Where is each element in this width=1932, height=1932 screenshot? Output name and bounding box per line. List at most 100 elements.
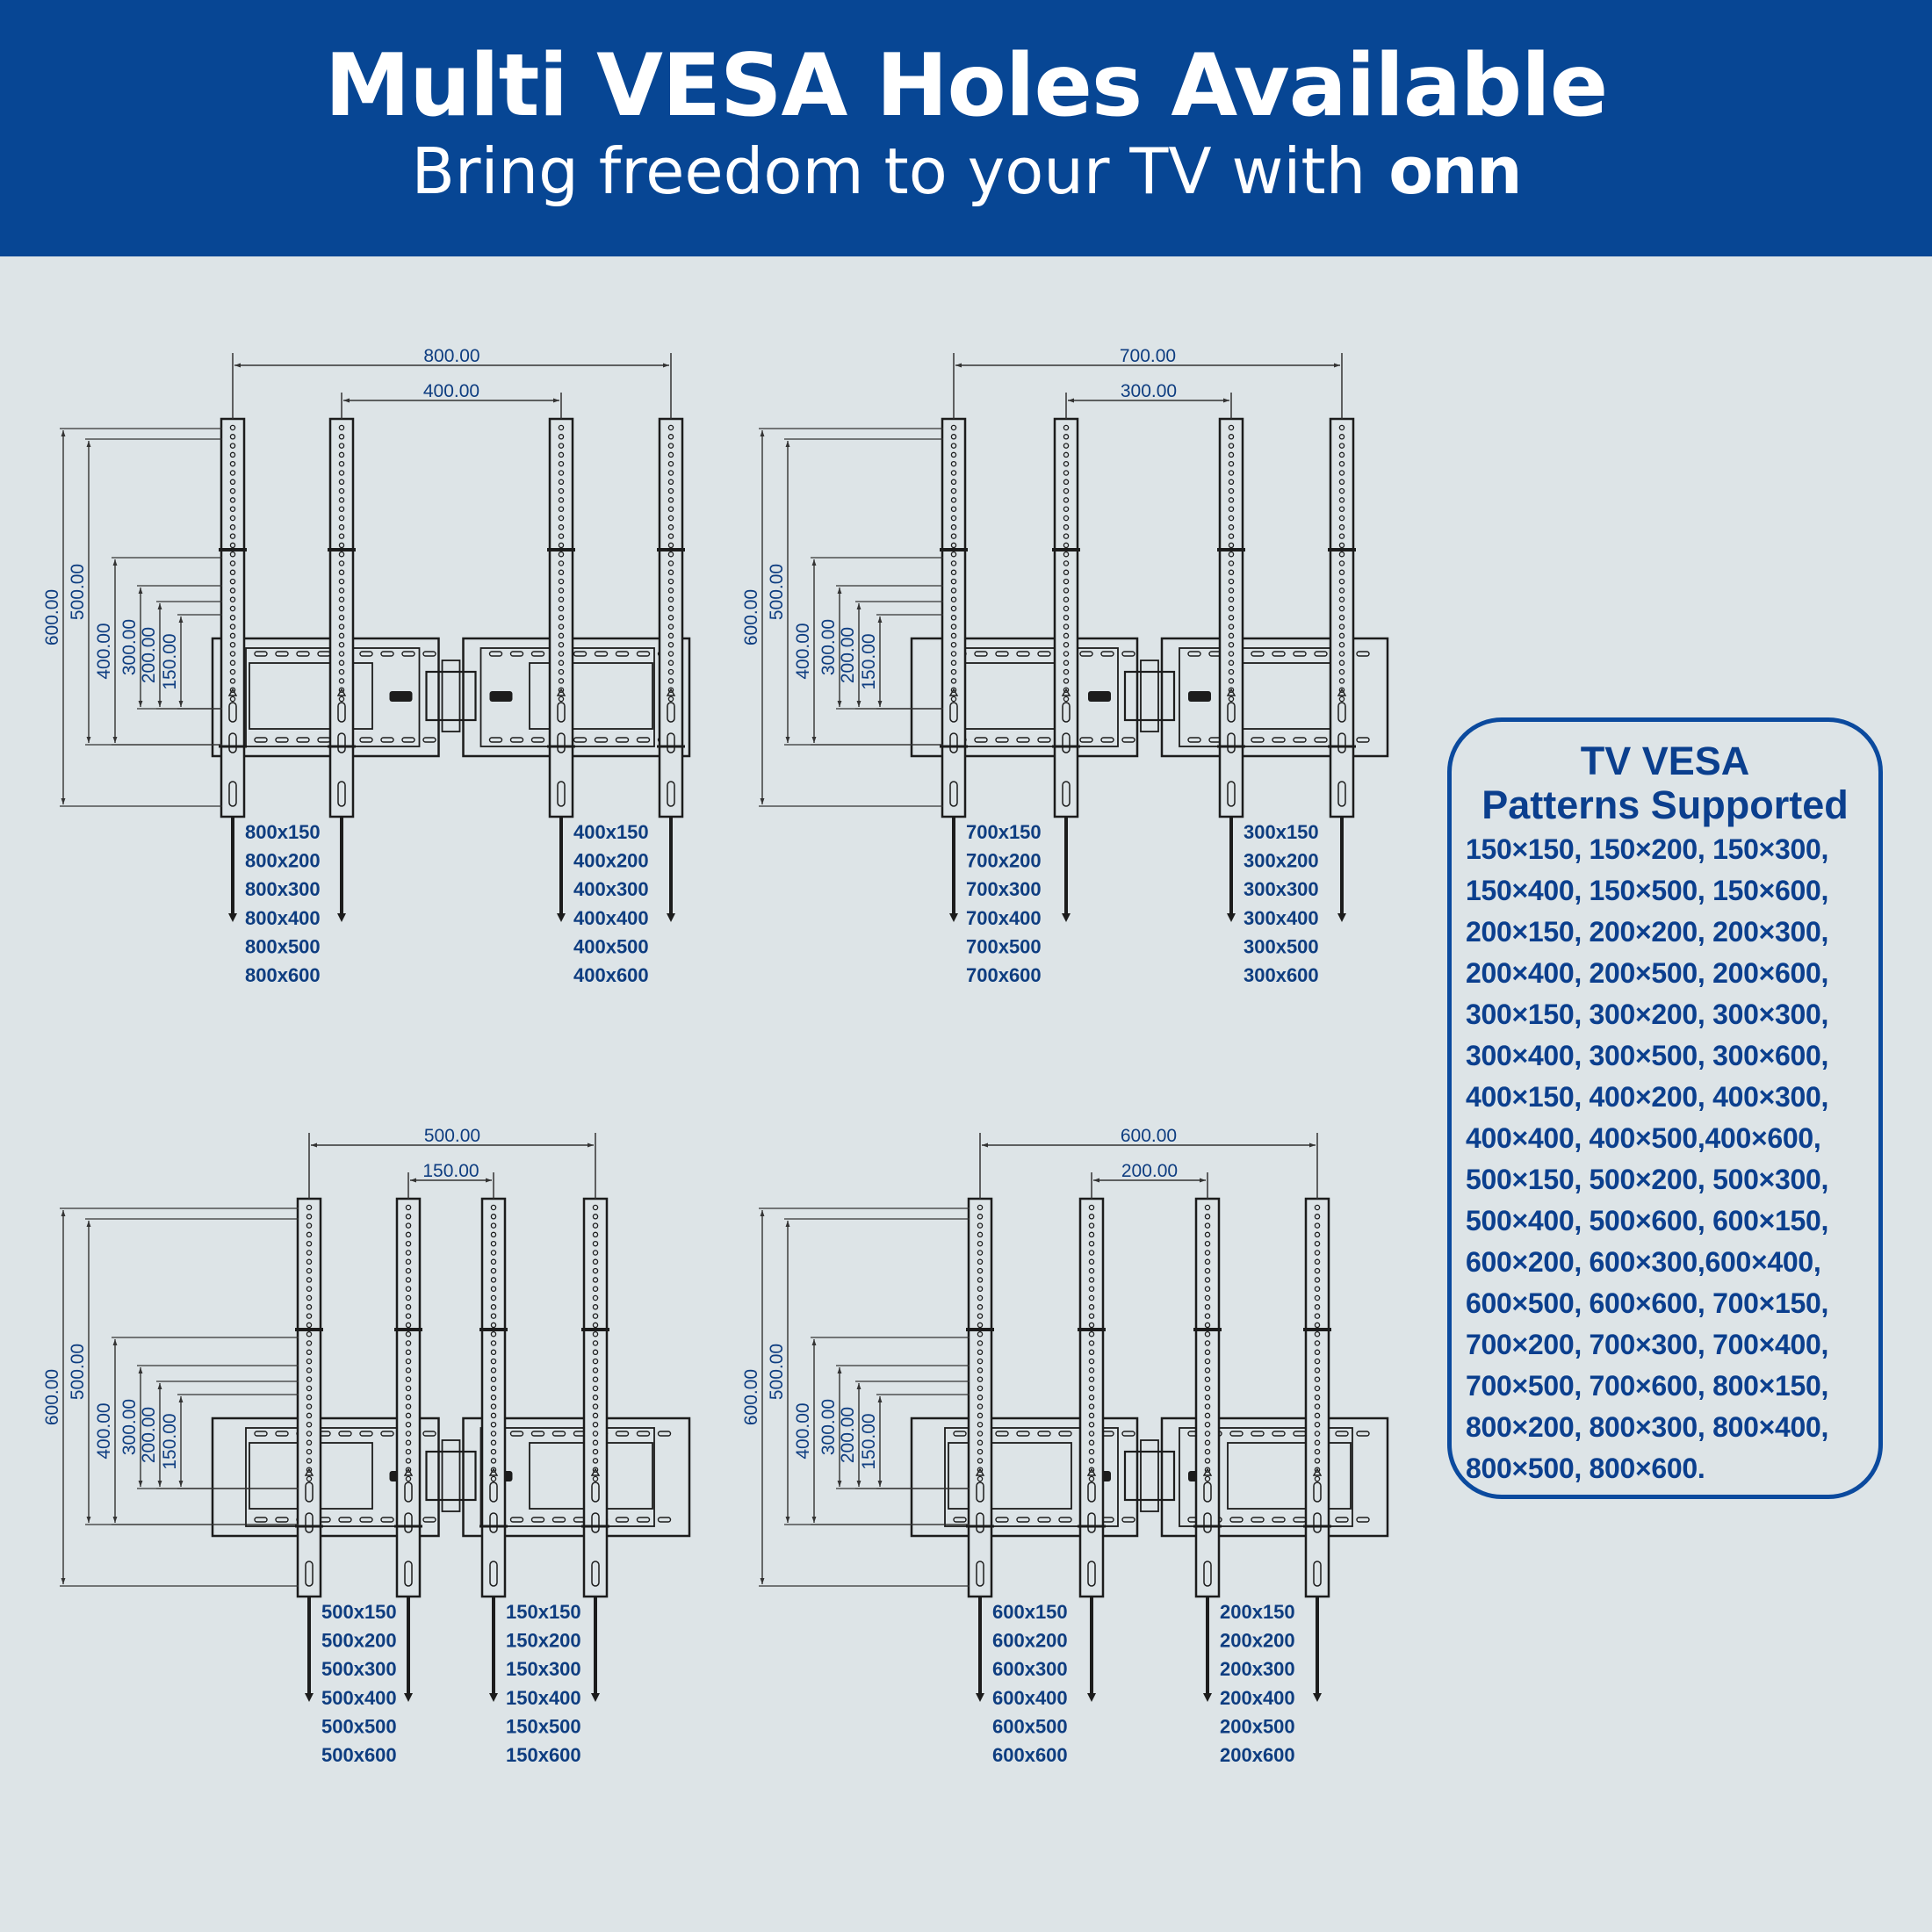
- pattern-list: 150×150, 150×200, 150×300, 150×400, 150×5…: [1466, 829, 1871, 1489]
- page-title: Multi VESA Holes Available: [324, 36, 1609, 136]
- vertical-bracket: [966, 1197, 994, 1702]
- pattern-label: 500x600: [321, 1744, 397, 1766]
- pattern-label: 400x400: [573, 907, 649, 929]
- height-dimension-label: 400.00: [94, 623, 114, 679]
- panel-title-line1: TV VESA: [1580, 739, 1750, 783]
- inner-width-label: 400.00: [423, 381, 479, 401]
- pattern-line: 500×150, 500×200, 500×300,: [1466, 1164, 1829, 1195]
- pattern-label: 700x200: [966, 850, 1042, 872]
- vertical-bracket: [219, 417, 247, 922]
- pattern-label: 800x500: [245, 935, 321, 957]
- inner-width-label: 150.00: [422, 1161, 479, 1181]
- height-dimension-label: 150.00: [859, 1413, 879, 1469]
- pattern-label: 700x600: [966, 964, 1042, 986]
- height-dimension-label: 600.00: [741, 589, 761, 645]
- vertical-bracket: [394, 1197, 422, 1702]
- outer-width-label: 800.00: [423, 346, 479, 366]
- pattern-label: 700x500: [966, 935, 1042, 957]
- pattern-line: 500×400, 500×600, 600×150,: [1466, 1205, 1829, 1236]
- height-dimension-label: 300.00: [818, 1399, 839, 1455]
- pattern-label: 300x150: [1244, 821, 1319, 843]
- pattern-label: 150x200: [506, 1630, 581, 1652]
- height-dimension-label: 600.00: [42, 589, 62, 645]
- pattern-line: 600×200, 600×300,600×400,: [1466, 1246, 1821, 1278]
- pattern-label: 300x300: [1244, 878, 1319, 900]
- patterns-panel: TV VESA Patterns Supported 150×150, 150×…: [1447, 717, 1883, 1499]
- inner-width-label: 200.00: [1121, 1161, 1178, 1181]
- pattern-label: 300x400: [1244, 907, 1319, 929]
- pattern-line: 700×500, 700×600, 800×150,: [1466, 1370, 1829, 1402]
- pattern-line: 800×200, 800×300, 800×400,: [1466, 1411, 1829, 1443]
- pattern-line: 150×400, 150×500, 150×600,: [1466, 875, 1829, 906]
- height-dimension-label: 150.00: [160, 633, 180, 689]
- pattern-label: 150x150: [506, 1601, 581, 1623]
- vertical-bracket: [547, 417, 575, 922]
- pattern-label: 150x600: [506, 1744, 581, 1766]
- vertical-bracket: [1193, 1197, 1222, 1702]
- height-dimension-label: 500.00: [68, 1344, 88, 1400]
- vertical-bracket: [1078, 1197, 1106, 1702]
- pattern-label: 400x300: [573, 878, 649, 900]
- pattern-label: 500x200: [321, 1630, 397, 1652]
- pattern-label: 800x200: [245, 850, 321, 872]
- pattern-label: 700x150: [966, 821, 1042, 843]
- pattern-label: 700x300: [966, 878, 1042, 900]
- vertical-bracket: [328, 417, 356, 922]
- pattern-line: 800×500, 800×600.: [1466, 1453, 1705, 1484]
- height-dimension-label: 600.00: [42, 1369, 62, 1425]
- vertical-bracket: [1217, 417, 1245, 922]
- vertical-bracket: [1328, 417, 1356, 922]
- pattern-label: 700x400: [966, 907, 1042, 929]
- brand-logo: onn: [1388, 133, 1522, 209]
- height-dimension-label: 200.00: [838, 1407, 858, 1463]
- pattern-label: 200x200: [1220, 1630, 1295, 1652]
- pattern-label: 200x300: [1220, 1658, 1295, 1680]
- pattern-label: 150x400: [506, 1687, 581, 1709]
- pattern-label: 400x200: [573, 850, 649, 872]
- pattern-label: 800x300: [245, 878, 321, 900]
- pattern-label: 600x150: [992, 1601, 1068, 1623]
- vertical-bracket: [1052, 417, 1080, 922]
- pattern-line: 700×200, 700×300, 700×400,: [1466, 1329, 1829, 1360]
- pattern-label: 800x600: [245, 964, 321, 986]
- vertical-bracket: [657, 417, 685, 922]
- pattern-line: 150×150, 150×200, 150×300,: [1466, 833, 1829, 865]
- pattern-label: 200x150: [1220, 1601, 1295, 1623]
- pattern-label: 150x300: [506, 1658, 581, 1680]
- outer-width-label: 700.00: [1120, 346, 1176, 366]
- pattern-line: 200×150, 200×200, 200×300,: [1466, 916, 1829, 948]
- height-dimension-label: 500.00: [767, 1344, 787, 1400]
- panel-title-line2: Patterns Supported: [1481, 782, 1849, 827]
- height-dimension-label: 200.00: [139, 1407, 159, 1463]
- pattern-label: 400x150: [573, 821, 649, 843]
- pattern-label: 200x400: [1220, 1687, 1295, 1709]
- pattern-label: 600x400: [992, 1687, 1068, 1709]
- height-dimension-label: 500.00: [68, 564, 88, 620]
- pattern-label: 200x600: [1220, 1744, 1295, 1766]
- pattern-label: 300x500: [1244, 935, 1319, 957]
- height-dimension-label: 150.00: [160, 1413, 180, 1469]
- height-dimension-label: 300.00: [119, 619, 140, 675]
- vertical-bracket: [1303, 1197, 1331, 1702]
- pattern-line: 200×400, 200×500, 200×600,: [1466, 957, 1829, 989]
- height-dimension-label: 300.00: [818, 619, 839, 675]
- pattern-label: 800x400: [245, 907, 321, 929]
- pattern-label: 300x200: [1244, 850, 1319, 872]
- pattern-line: 400×400, 400×500,400×600,: [1466, 1122, 1821, 1154]
- outer-width-label: 500.00: [424, 1126, 480, 1146]
- height-dimension-label: 200.00: [838, 627, 858, 683]
- outer-width-label: 600.00: [1121, 1126, 1177, 1146]
- pattern-line: 300×400, 300×500, 300×600,: [1466, 1040, 1829, 1071]
- pattern-label: 800x150: [245, 821, 321, 843]
- height-dimension-label: 200.00: [139, 627, 159, 683]
- wall-plate: [211, 1417, 691, 1538]
- pattern-label: 400x500: [573, 935, 649, 957]
- inner-width-label: 300.00: [1121, 381, 1177, 401]
- pattern-line: 300×150, 300×200, 300×300,: [1466, 998, 1829, 1030]
- height-dimension-label: 400.00: [94, 1402, 114, 1459]
